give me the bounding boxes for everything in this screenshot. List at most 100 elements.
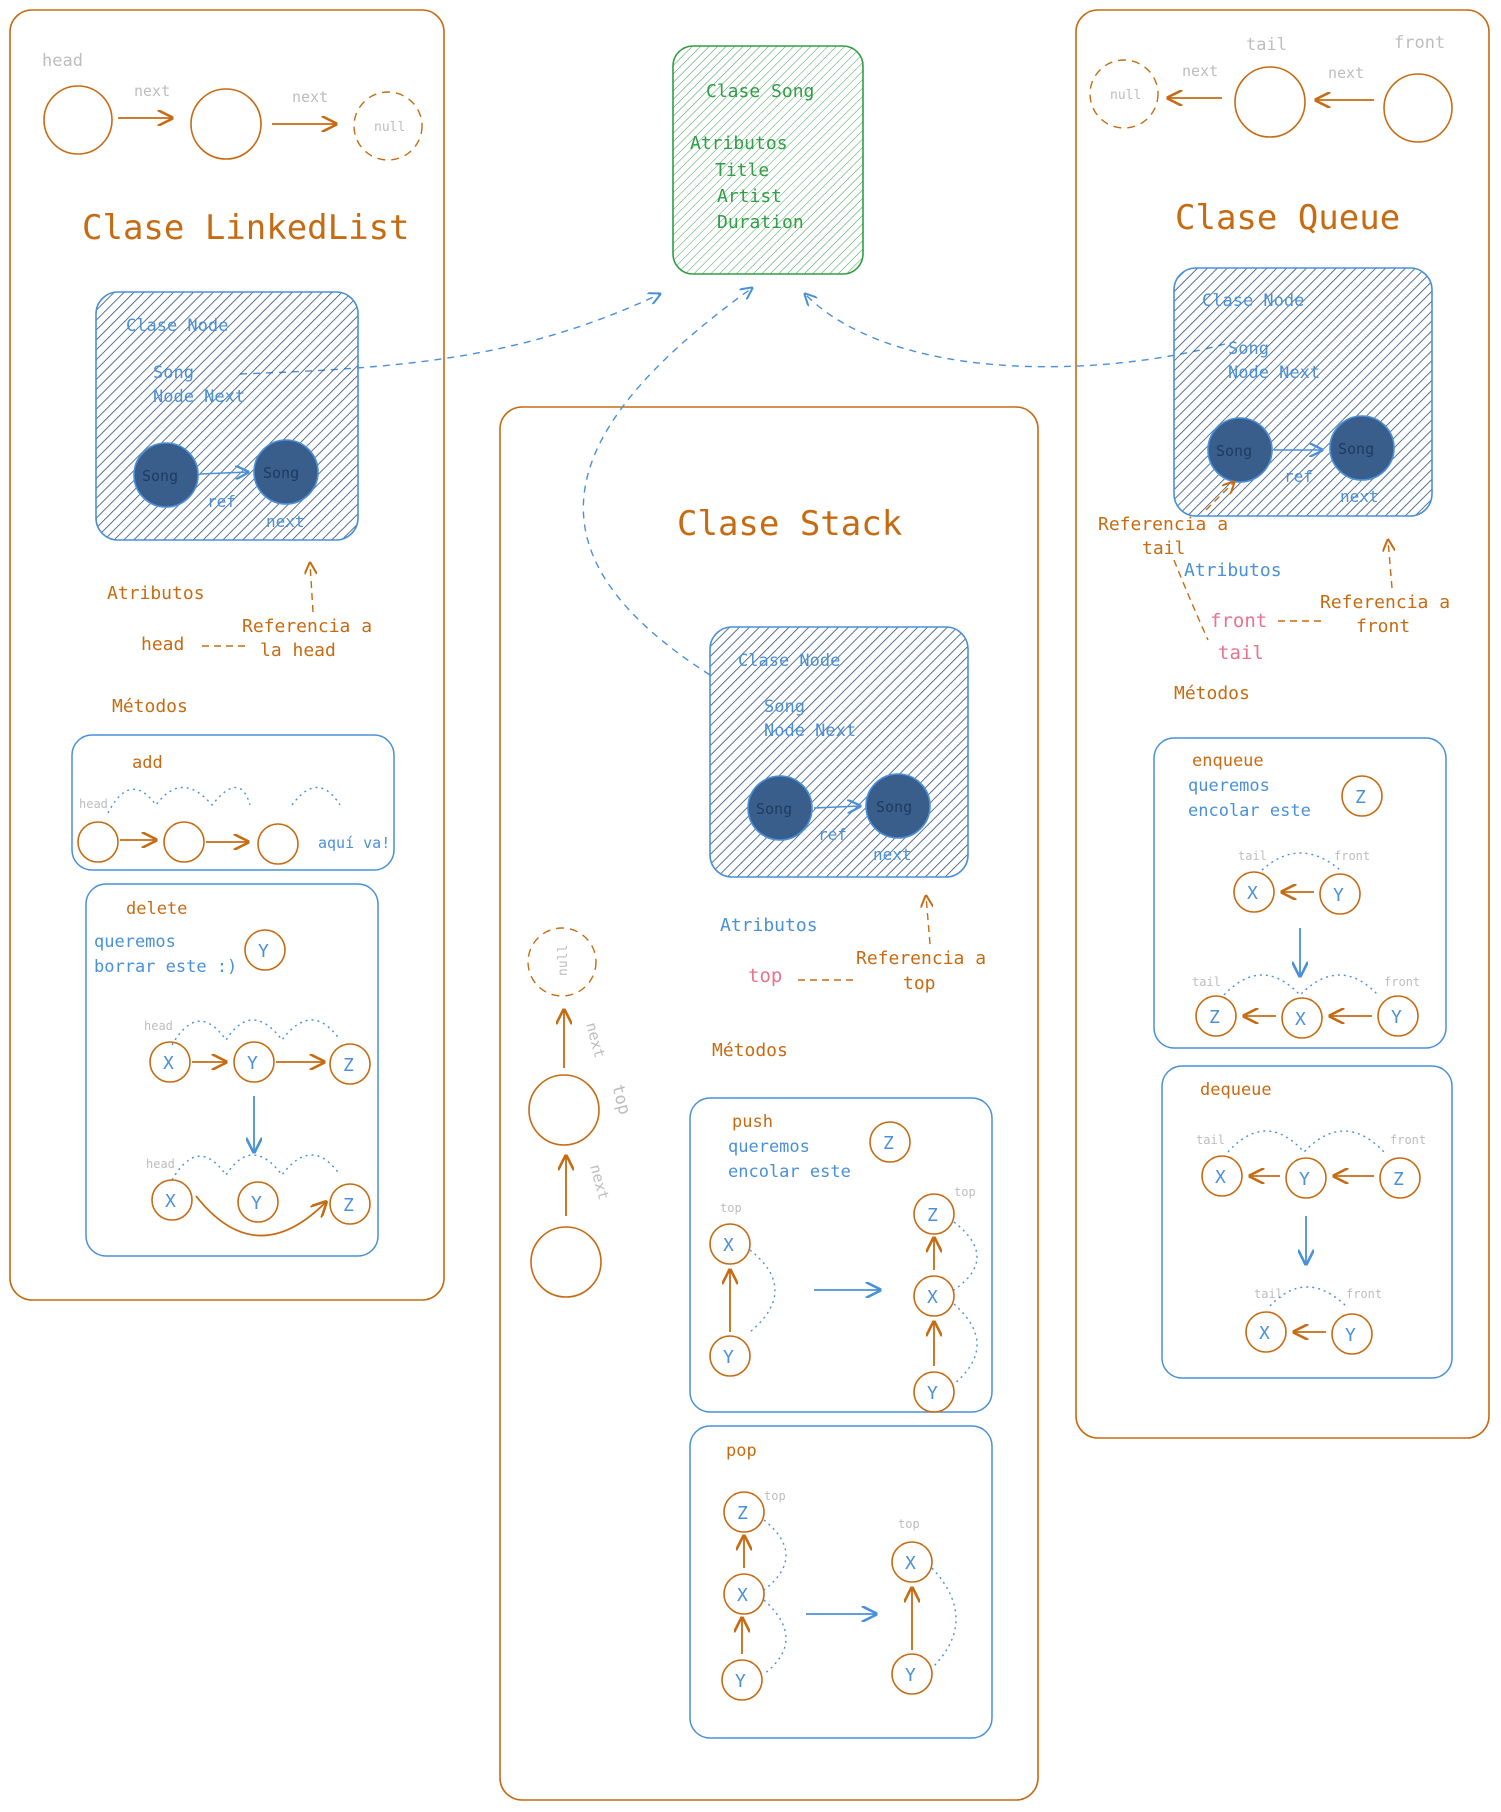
ll-add-method: add head aquí va! bbox=[71, 734, 395, 871]
ll-head-attr: head bbox=[141, 634, 184, 655]
ll-methods-label: Métodos bbox=[112, 696, 188, 717]
diagram-label: next bbox=[1340, 487, 1379, 506]
queue-song-ref bbox=[805, 294, 1226, 368]
diagram-label: tail bbox=[1192, 975, 1221, 989]
diagram-label: Song bbox=[1338, 440, 1374, 458]
diagram-label: push bbox=[732, 1112, 773, 1132]
stack-vertical-chain: null next top next bbox=[527, 927, 634, 1298]
diagram-label: Clase Node bbox=[1202, 291, 1304, 311]
ll-header-chain: head next next null bbox=[42, 51, 423, 161]
ll-ref-head-1: Referencia a bbox=[242, 616, 372, 637]
queue-front-attr: front bbox=[1210, 610, 1267, 632]
song-field-title: Title bbox=[715, 160, 769, 181]
queue-attrs-label: Atributos bbox=[1184, 560, 1282, 581]
diagram-label: top bbox=[954, 1185, 976, 1199]
stack-title: Clase Stack bbox=[677, 504, 902, 544]
diagram-label: Y bbox=[1391, 1007, 1402, 1028]
queue-ref-tail-1: Referencia a bbox=[1098, 514, 1228, 535]
ll-ref-head-2: la head bbox=[260, 640, 336, 661]
diagram-label: Y bbox=[251, 1193, 262, 1214]
diagram-label: Clase Node bbox=[738, 651, 840, 671]
stack-song-ref bbox=[582, 288, 752, 676]
diagram-label: tail bbox=[1238, 849, 1267, 863]
diagram-label: top bbox=[898, 1517, 920, 1531]
queue-title: Clase Queue bbox=[1175, 198, 1400, 238]
diagram-label: aquí va! bbox=[318, 834, 390, 852]
diagram-label: Y bbox=[1333, 885, 1344, 906]
diagram-label: Y bbox=[905, 1665, 916, 1686]
diagram-label: front bbox=[1390, 1133, 1426, 1147]
queue-methods-label: Métodos bbox=[1174, 683, 1250, 704]
stack-frame bbox=[499, 406, 1039, 1801]
linkedlist-frame bbox=[9, 9, 445, 1301]
diagram-label: Y bbox=[1345, 1325, 1356, 1346]
diagram-label: Z bbox=[883, 1133, 894, 1154]
diagram-label: Z bbox=[343, 1055, 354, 1076]
queue-enqueue-method: enqueue queremos encolar este Z tail fro… bbox=[1153, 737, 1447, 1049]
diagram-label: Z bbox=[343, 1195, 354, 1216]
diagram-label: null bbox=[556, 945, 571, 976]
diagram-label: head bbox=[146, 1157, 175, 1171]
diagram-label: Y bbox=[258, 941, 269, 962]
diagram-label: top bbox=[764, 1489, 786, 1503]
diagram-label: tail bbox=[1254, 1287, 1283, 1301]
queue-ref-front-2: front bbox=[1356, 616, 1410, 637]
diagram-label: null bbox=[1110, 88, 1141, 103]
queue-ref-tail-2: tail bbox=[1142, 538, 1185, 559]
diagram-label: X bbox=[1215, 1167, 1226, 1188]
song-class-box: Clase Song Atributos Title Artist Durati… bbox=[672, 45, 864, 275]
diagram-label: Song bbox=[153, 363, 194, 383]
diagram-label: queremos bbox=[728, 1137, 810, 1157]
song-title: Clase Song bbox=[706, 81, 814, 102]
diagram-label: Node Next bbox=[153, 387, 245, 407]
queue-ref-front-1: Referencia a bbox=[1320, 592, 1450, 613]
diagram-label: X bbox=[163, 1053, 174, 1074]
stack-ref-top-1: Referencia a bbox=[856, 948, 986, 969]
diagram-label: queremos bbox=[1188, 776, 1270, 796]
diagram-label: pop bbox=[726, 1441, 757, 1461]
stack-top-attr: top bbox=[748, 965, 782, 987]
diagram-label: front bbox=[1394, 33, 1445, 53]
stack-methods-label: Métodos bbox=[712, 1040, 788, 1061]
ll-title: Clase LinkedList bbox=[82, 208, 410, 248]
diagram-label: Song bbox=[142, 467, 178, 485]
diagram-label: Y bbox=[247, 1053, 258, 1074]
diagram-label: X bbox=[905, 1553, 916, 1574]
diagram-label: Z bbox=[927, 1205, 938, 1226]
diagram-label: X bbox=[1295, 1009, 1306, 1030]
ll-node-class-box: Clase Node Song Node Next Song Song ref … bbox=[95, 291, 359, 541]
diagram-label: Y bbox=[1299, 1169, 1310, 1190]
diagram-label: Y bbox=[723, 1347, 734, 1368]
stack-ref-top-2: top bbox=[903, 973, 936, 994]
diagram-label: next bbox=[582, 1020, 609, 1060]
diagram-label: dequeue bbox=[1200, 1080, 1272, 1100]
diagram-label: Song bbox=[263, 464, 299, 482]
diagram-label: Y bbox=[735, 1671, 746, 1692]
diagram-label: Song bbox=[756, 800, 792, 818]
diagram-label: Z bbox=[1393, 1169, 1404, 1190]
diagram-label: head bbox=[144, 1019, 173, 1033]
diagram-label: tail bbox=[1196, 1133, 1225, 1147]
diagram-label: Song bbox=[1228, 339, 1269, 359]
diagram-label: Z bbox=[1209, 1007, 1220, 1028]
diagram-label: ref bbox=[818, 825, 847, 844]
diagram-label: head bbox=[79, 797, 108, 811]
diagram-label: next bbox=[292, 88, 328, 106]
diagram-label: tail bbox=[1246, 35, 1287, 55]
diagram-label: next bbox=[1328, 64, 1364, 82]
diagram-label: Node Next bbox=[764, 721, 856, 741]
diagram-label: next bbox=[873, 845, 912, 864]
queue-node-class-box: Clase Node Song Node Next Song Song ref … bbox=[1173, 267, 1433, 517]
diagram-label: delete bbox=[126, 899, 187, 919]
diagram-label: next bbox=[586, 1162, 613, 1202]
diagram-label: Song bbox=[764, 697, 805, 717]
stack-push-method: push queremos encolar este Z top X Y top… bbox=[689, 1097, 993, 1413]
ll-song-ref bbox=[239, 294, 660, 375]
diagram-label: queremos bbox=[94, 932, 176, 952]
stack-pop-method: pop top Z X Y top X Y bbox=[689, 1425, 993, 1739]
diagram-label: Song bbox=[876, 798, 912, 816]
diagram-label: add bbox=[132, 753, 163, 773]
diagram-label: X bbox=[1259, 1323, 1270, 1344]
ll-delete-method: delete queremos borrar este :) Y head X … bbox=[85, 883, 379, 1257]
